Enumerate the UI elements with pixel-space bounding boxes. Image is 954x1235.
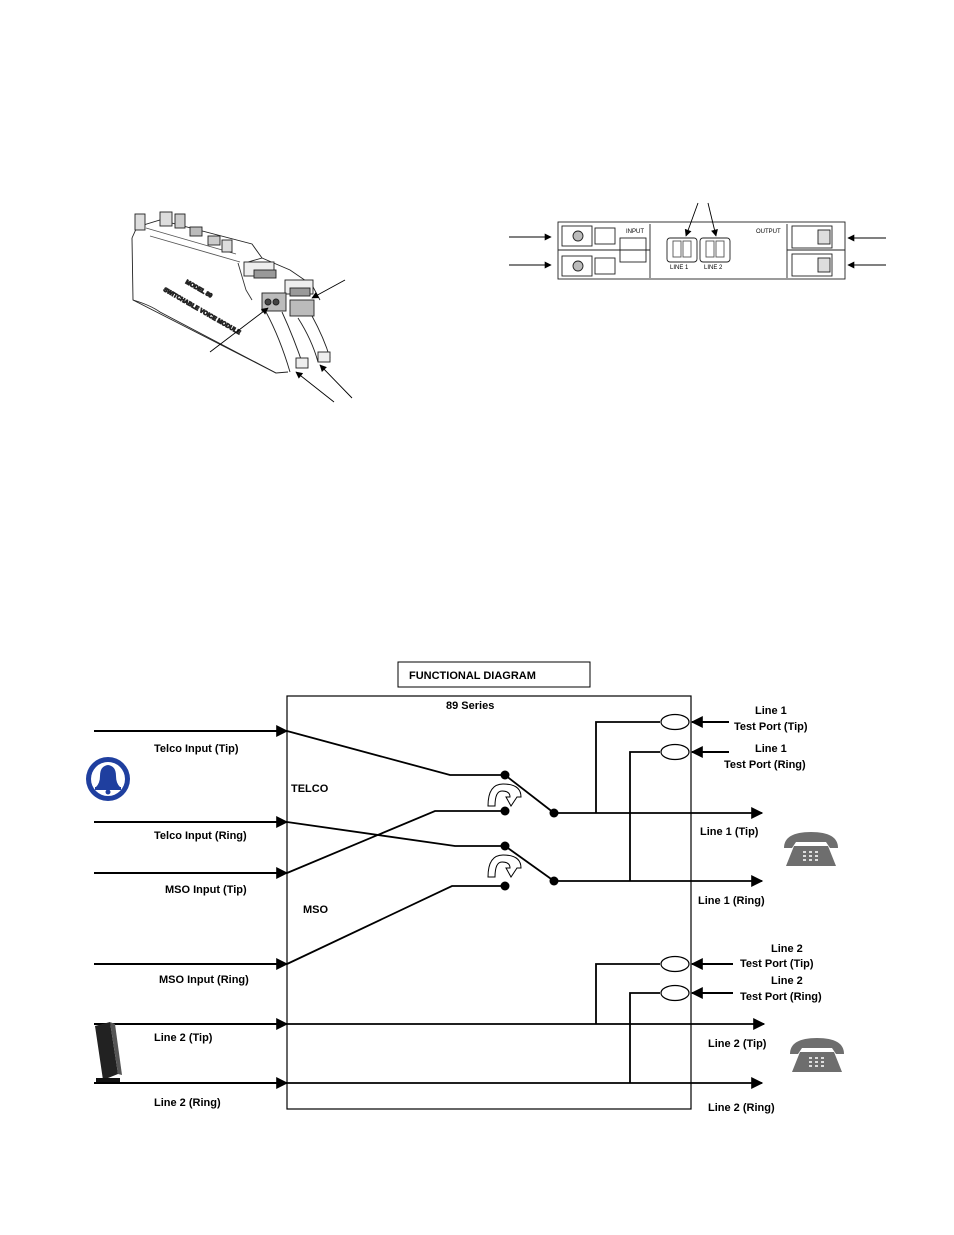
line1-ring-output-label: Line 1 (Ring) bbox=[698, 895, 765, 907]
mso-input-ring-label: MSO Input (Ring) bbox=[159, 974, 249, 986]
l1-test-ring-label-b: Test Port (Ring) bbox=[724, 759, 806, 771]
l1-test-tip-label-b: Test Port (Tip) bbox=[734, 721, 808, 733]
telco-input-tip-label: Telco Input (Tip) bbox=[154, 743, 239, 755]
diagram-title: FUNCTIONAL DIAGRAM bbox=[409, 670, 536, 682]
module-model-label: MODEL 89 bbox=[184, 280, 213, 300]
l2-test-tip-label-b: Test Port (Tip) bbox=[740, 958, 814, 970]
bell-logo-icon bbox=[86, 757, 130, 801]
telco-section-label: TELCO bbox=[291, 783, 329, 795]
line2-tip-output-label: Line 2 (Tip) bbox=[708, 1038, 767, 1050]
top-view-line1-label: LINE 1 bbox=[670, 265, 689, 271]
mso-input-tip-label: MSO Input (Tip) bbox=[165, 884, 247, 896]
module-callout-lines bbox=[209, 279, 353, 403]
modem-icon bbox=[95, 1022, 122, 1082]
telephone-icon bbox=[784, 832, 838, 866]
mso-section-label: MSO bbox=[303, 904, 329, 916]
line2-ring-input-label: Line 2 (Ring) bbox=[154, 1097, 221, 1109]
telco-input-ring-label: Telco Input (Ring) bbox=[154, 830, 247, 842]
line2-ring-output-label: Line 2 (Ring) bbox=[708, 1102, 775, 1114]
top-view-output-label: OUTPUT bbox=[756, 229, 781, 235]
line1-tip-output-label: Line 1 (Tip) bbox=[700, 826, 759, 838]
switch-contacts bbox=[500, 770, 559, 891]
top-view-input-label: INPUT bbox=[626, 229, 644, 235]
l1-test-tip-label-a: Line 1 bbox=[755, 705, 787, 717]
l1-test-ring-label-a: Line 1 bbox=[755, 743, 787, 755]
telephone-icon bbox=[790, 1038, 844, 1072]
diagram-title-box bbox=[397, 661, 591, 688]
input-lines bbox=[94, 725, 289, 1089]
internal-wiring bbox=[286, 721, 766, 1089]
switch-actuator-icon bbox=[487, 783, 522, 878]
line2-tip-input-label: Line 2 (Tip) bbox=[154, 1032, 213, 1044]
top-view-callout-lines bbox=[509, 202, 886, 269]
module-top-view bbox=[557, 221, 846, 280]
svg-text:MODEL 89: MODEL 89 bbox=[184, 280, 213, 300]
l2-test-ring-label-a: Line 2 bbox=[771, 975, 803, 987]
l2-test-ring-label-b: Test Port (Ring) bbox=[740, 991, 822, 1003]
test-port-arrows bbox=[690, 716, 733, 999]
module-box bbox=[286, 695, 692, 1110]
test-port-jacks bbox=[660, 713, 690, 1002]
top-view-line2-label: LINE 2 bbox=[704, 265, 723, 271]
module-sketch: MODEL 89 SWITCHABLE VOICE MODULE bbox=[131, 211, 331, 374]
l2-test-tip-label-a: Line 2 bbox=[771, 943, 803, 955]
series-label: 89 Series bbox=[446, 700, 494, 712]
